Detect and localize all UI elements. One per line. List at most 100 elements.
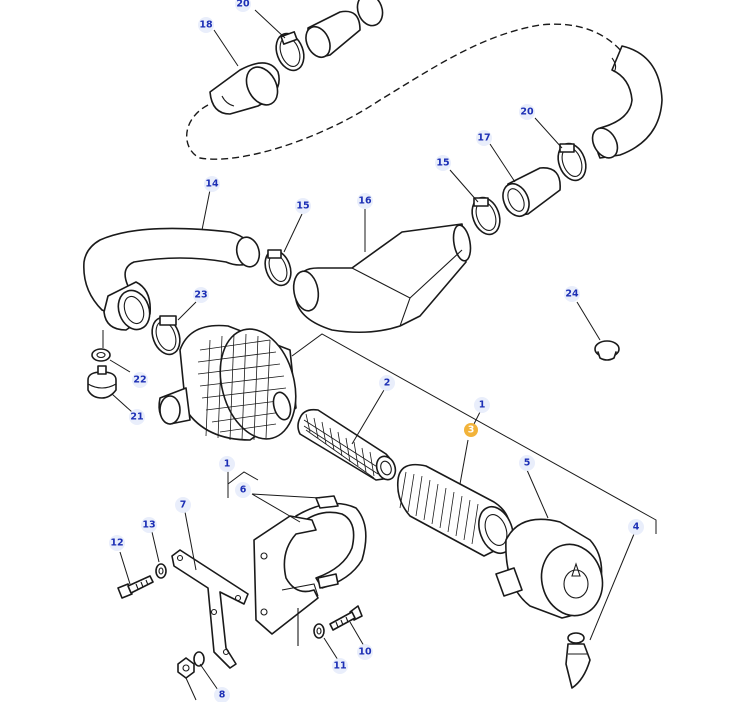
callout-badge bbox=[519, 104, 535, 120]
callout-number: 3 bbox=[468, 425, 475, 436]
callout-badge bbox=[204, 176, 220, 192]
callout-badge bbox=[332, 658, 348, 674]
dashed-routing-line bbox=[186, 23, 623, 160]
callout-badge bbox=[141, 517, 157, 533]
part-22-washer[interactable] bbox=[91, 348, 111, 362]
part-5-end-cover[interactable] bbox=[495, 518, 610, 622]
callout-number: 14 bbox=[205, 179, 219, 190]
part-4-dust-valve[interactable] bbox=[565, 632, 591, 689]
callout-21[interactable]: 21 bbox=[129, 409, 145, 425]
callout-number: 20 bbox=[236, 0, 250, 10]
top-clamp-far[interactable] bbox=[353, 0, 386, 29]
callout-badge bbox=[519, 455, 535, 471]
callout-badge bbox=[628, 519, 644, 535]
part-2-safety-element[interactable] bbox=[297, 408, 399, 483]
part-8-nut[interactable] bbox=[177, 651, 205, 679]
part-14-hose[interactable] bbox=[83, 227, 263, 333]
callout-number: 15 bbox=[436, 158, 449, 169]
callout-number: 2 bbox=[384, 378, 391, 389]
callout-1[interactable]: 1 bbox=[474, 397, 490, 413]
callout-2[interactable]: 2 bbox=[379, 375, 395, 391]
part-6-mounting-band[interactable] bbox=[295, 495, 367, 589]
part-10-bolt[interactable] bbox=[329, 605, 363, 631]
callout-number: 8 bbox=[219, 690, 226, 701]
part-7-support-strap[interactable] bbox=[171, 549, 249, 669]
upper-elbow-hose[interactable] bbox=[587, 45, 663, 162]
part-11-washer[interactable] bbox=[313, 623, 325, 639]
callout-number: 1 bbox=[479, 400, 486, 411]
callout-3[interactable]: 3 bbox=[464, 423, 478, 437]
callout-badge bbox=[129, 409, 145, 425]
callout-badge bbox=[235, 0, 251, 12]
callout-badge bbox=[219, 456, 235, 472]
callout-badge bbox=[474, 397, 490, 413]
callout-badge bbox=[357, 644, 373, 660]
callout-16[interactable]: 16 bbox=[357, 193, 373, 209]
part-17-hose[interactable] bbox=[498, 167, 561, 221]
part-24-plug[interactable] bbox=[594, 340, 620, 361]
callout-number: 6 bbox=[240, 485, 247, 496]
callout-badge bbox=[214, 687, 230, 702]
callout-12[interactable]: 12 bbox=[109, 535, 125, 551]
callout-badge bbox=[132, 372, 148, 388]
leader-lines bbox=[102, 9, 635, 701]
top-connector-tube[interactable] bbox=[301, 10, 361, 61]
callout-number: 5 bbox=[524, 458, 531, 469]
callout-badge bbox=[193, 287, 209, 303]
callout-5[interactable]: 5 bbox=[519, 455, 535, 471]
callout-badge bbox=[435, 155, 451, 171]
callout-number: 20 bbox=[520, 107, 534, 118]
part-15-hose-clamp-left[interactable] bbox=[261, 247, 296, 289]
callout-6[interactable]: 6 bbox=[235, 482, 251, 498]
callout-badge bbox=[476, 130, 492, 146]
callout-23[interactable]: 23 bbox=[193, 287, 209, 303]
assembly-bracket-line bbox=[291, 333, 657, 534]
callout-number: 23 bbox=[194, 290, 207, 301]
callout-10[interactable]: 10 bbox=[357, 644, 373, 660]
callout-15[interactable]: 15 bbox=[435, 155, 451, 171]
part-15-hose-clamp-right[interactable] bbox=[467, 194, 504, 239]
callout-number: 16 bbox=[358, 196, 372, 207]
part-16-elbow-duct[interactable] bbox=[291, 223, 473, 334]
callout-18[interactable]: 18 bbox=[198, 17, 214, 33]
callout-badge bbox=[464, 423, 478, 437]
callout-8[interactable]: 8 bbox=[214, 687, 230, 702]
callout-number: 4 bbox=[633, 522, 640, 533]
slotted-screen bbox=[197, 333, 287, 441]
callout-badge bbox=[109, 535, 125, 551]
callout-number: 22 bbox=[133, 375, 146, 386]
part-12-bolt[interactable] bbox=[117, 575, 154, 599]
callout-7[interactable]: 7 bbox=[175, 497, 191, 513]
callout-number: 21 bbox=[130, 412, 143, 423]
callout-badge bbox=[357, 193, 373, 209]
part-3-primary-filter-element[interactable] bbox=[396, 463, 519, 558]
part-20-hose-clamp-right[interactable] bbox=[553, 140, 590, 185]
callout-13[interactable]: 13 bbox=[141, 517, 157, 533]
callout-17[interactable]: 17 bbox=[476, 130, 492, 146]
part-23-hose-clamp[interactable] bbox=[147, 314, 184, 359]
callout-15[interactable]: 15 bbox=[295, 198, 311, 214]
callout-20[interactable]: 20 bbox=[519, 104, 535, 120]
part-20-hose-clamp-top[interactable] bbox=[271, 30, 308, 75]
callout-22[interactable]: 22 bbox=[132, 372, 148, 388]
mounting-bracket-plate[interactable] bbox=[253, 515, 319, 646]
callout-badge bbox=[295, 198, 311, 214]
callout-badge bbox=[564, 286, 580, 302]
callout-14[interactable]: 14 bbox=[204, 176, 220, 192]
callout-badge bbox=[235, 482, 251, 498]
callout-1[interactable]: 1 bbox=[219, 456, 235, 472]
callout-number: 18 bbox=[199, 20, 213, 31]
callout-4[interactable]: 4 bbox=[628, 519, 644, 535]
callout-20[interactable]: 20 bbox=[235, 0, 251, 12]
part-21-dust-valve[interactable] bbox=[87, 365, 117, 399]
part-13-washer[interactable] bbox=[155, 563, 167, 579]
callout-number: 15 bbox=[296, 201, 309, 212]
callout-number: 13 bbox=[142, 520, 155, 531]
part-18-hose[interactable] bbox=[209, 62, 284, 115]
air-cleaner-housing-front[interactable] bbox=[158, 321, 307, 448]
callout-11[interactable]: 11 bbox=[332, 658, 348, 674]
callout-24[interactable]: 24 bbox=[564, 286, 580, 302]
